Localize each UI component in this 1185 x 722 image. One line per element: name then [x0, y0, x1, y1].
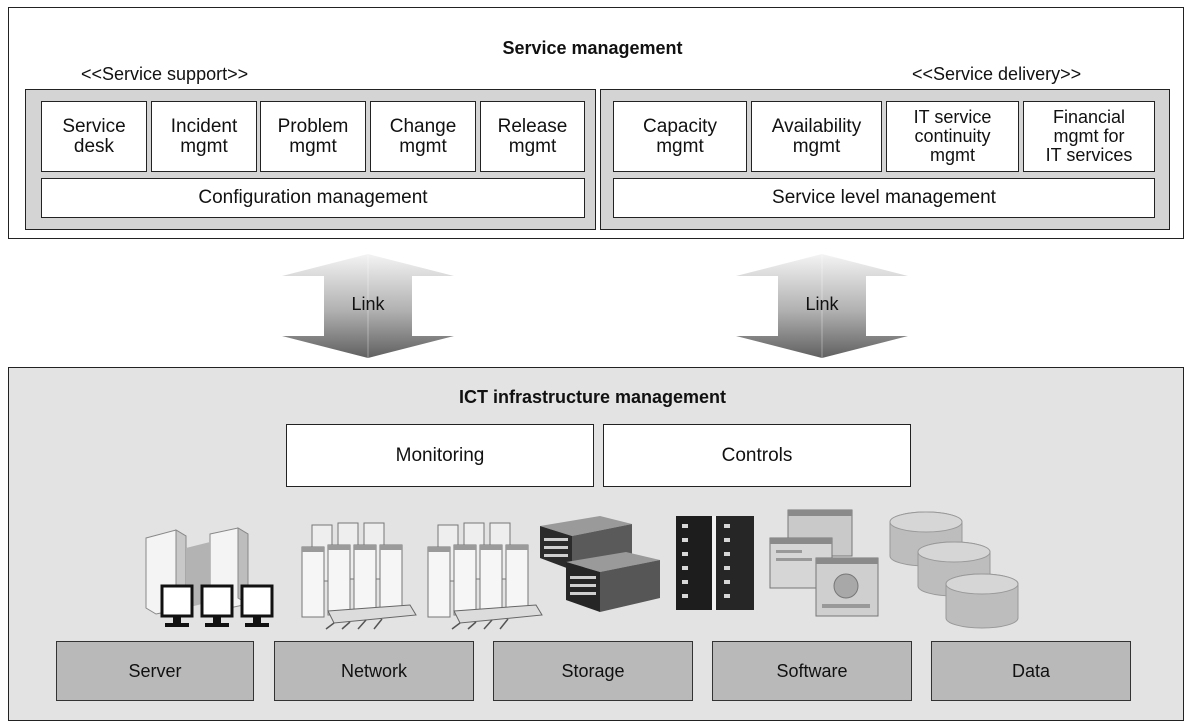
- ict-infrastructure-title: ICT infrastructure management: [458, 386, 727, 407]
- rack-cabinet-icon: [676, 516, 754, 610]
- category-server: Server: [56, 641, 254, 701]
- database-cylinders-icon: [889, 511, 1019, 629]
- service-level-management-box: Service level management: [613, 178, 1155, 218]
- service-management-title: Service management: [502, 37, 683, 58]
- network-equipment-icon: [301, 522, 417, 630]
- category-storage: Storage: [493, 641, 693, 701]
- capacity-mgmt-box: Capacity mgmt: [613, 101, 747, 172]
- category-software: Software: [712, 641, 912, 701]
- controls-box: Controls: [603, 424, 911, 487]
- release-mgmt-box: Release mgmt: [480, 101, 585, 172]
- link-label-right: Link: [805, 293, 839, 314]
- monitoring-box: Monitoring: [286, 424, 594, 487]
- link-arrow-right: [736, 254, 908, 358]
- problem-mgmt-box: Problem mgmt: [260, 101, 366, 172]
- category-data: Data: [931, 641, 1131, 701]
- change-mgmt-box: Change mgmt: [370, 101, 476, 172]
- incident-mgmt-box: Incident mgmt: [151, 101, 257, 172]
- service-delivery-label: <<Service delivery>>: [912, 64, 1082, 84]
- service-support-label: <<Service support>>: [81, 64, 249, 84]
- software-screens-icon: [769, 509, 879, 617]
- service-desk-box: Service desk: [41, 101, 147, 172]
- network-equipment-icon: [427, 522, 543, 630]
- category-network: Network: [274, 641, 474, 701]
- link-label-left: Link: [351, 293, 385, 314]
- server-terminals-icon: [145, 527, 274, 627]
- configuration-management-box: Configuration management: [41, 178, 585, 218]
- link-arrow-left: [282, 254, 454, 358]
- availability-mgmt-box: Availability mgmt: [751, 101, 882, 172]
- it-service-continuity-mgmt-box: IT service continuity mgmt: [886, 101, 1019, 172]
- storage-array-icon: [540, 516, 660, 612]
- financial-mgmt-box: Financial mgmt for IT services: [1023, 101, 1155, 172]
